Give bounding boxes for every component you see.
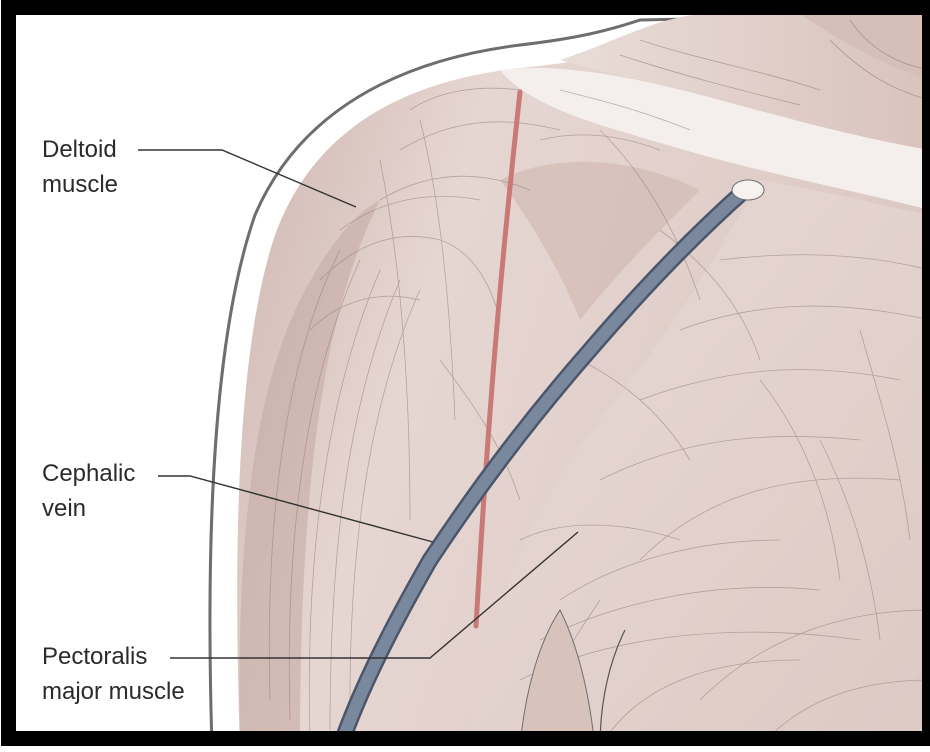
vein-insertion-point: [732, 180, 764, 200]
cephalic-label-line2: vein: [42, 491, 135, 526]
cephalic-vein-label: Cephalic vein: [42, 456, 135, 526]
pectoralis-label: Pectoralis major muscle: [42, 639, 185, 709]
pectoralis-label-line1: Pectoralis: [42, 639, 185, 674]
deltoid-label-line2: muscle: [42, 167, 118, 202]
deltoid-label-line1: Deltoid: [42, 132, 118, 167]
cephalic-label-line1: Cephalic: [42, 456, 135, 491]
deltoid-label: Deltoid muscle: [42, 132, 118, 202]
pectoralis-label-line2: major muscle: [42, 674, 185, 709]
